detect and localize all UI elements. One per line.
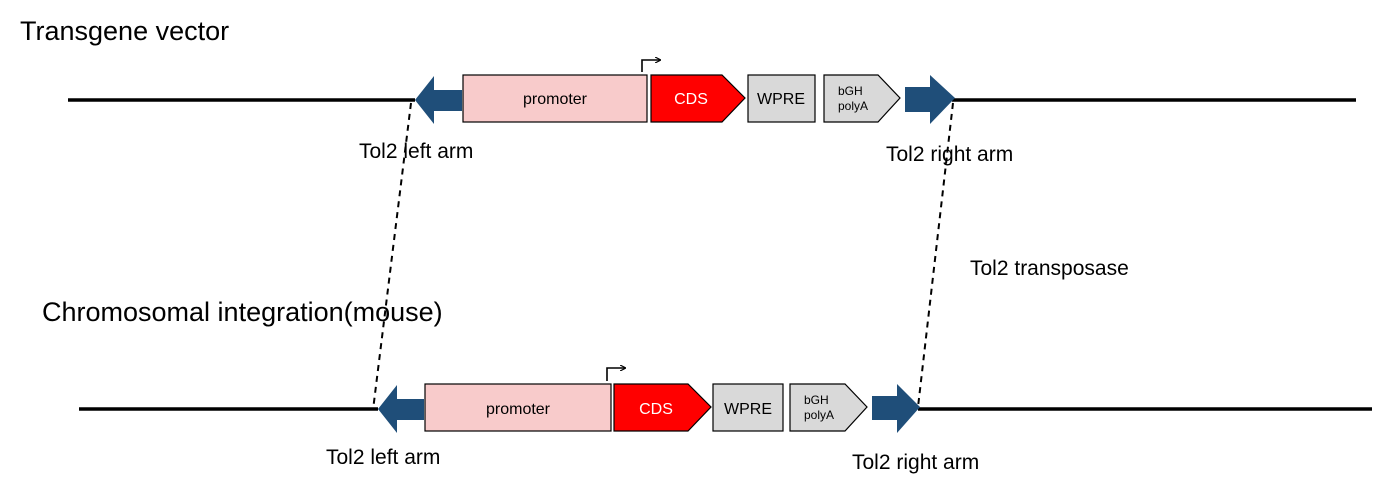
promoter-label: promoter — [486, 401, 551, 418]
label-tol2-transposase: Tol2 transposase — [970, 257, 1129, 280]
tol2-left-arm-label: Tol2 left arm — [326, 446, 440, 469]
tol2-right-arm-label: Tol2 right arm — [852, 451, 979, 474]
tol2-right-arm-icon — [872, 384, 920, 433]
cds-label: CDS — [674, 91, 708, 108]
promoter-box — [462, 74, 648, 123]
wpre-label: WPRE — [724, 401, 772, 418]
wpre-box — [747, 74, 816, 123]
polya-label-line2: polyA — [838, 99, 868, 113]
promoter-label: promoter — [523, 91, 588, 108]
title-chromosomal-integration: Chromosomal integration(mouse) — [42, 297, 443, 327]
tol2-left-arm-icon — [378, 385, 424, 433]
tol2-right-arm-label: Tol2 right arm — [886, 143, 1013, 166]
cds-label: CDS — [639, 401, 673, 418]
wpre-box — [712, 383, 784, 432]
dashed-line-left — [372, 102, 412, 411]
tol2-right-arm-icon — [905, 75, 955, 124]
wpre-label: WPRE — [757, 91, 805, 108]
polya-arrow — [823, 74, 901, 123]
tol2-left-arm-icon — [415, 76, 462, 124]
tol2-left-arm-label: Tol2 left arm — [359, 140, 473, 163]
polya-label-line1: bGH — [838, 84, 863, 98]
transgene-vector-construct: promoter CDS WPRE bGH polyA Tol2 left ar… — [68, 60, 1356, 166]
promoter-box — [424, 383, 612, 432]
polya-label-line2: polyA — [804, 408, 834, 422]
cds-arrow — [613, 383, 712, 432]
polya-arrow — [789, 383, 868, 432]
bent-arrow-icon — [606, 368, 625, 381]
bent-arrow-icon — [641, 60, 660, 72]
chromosomal-integration-construct: promoter CDS WPRE bGH polyA Tol2 left ar… — [79, 368, 1372, 474]
dashed-line-right — [917, 102, 954, 408]
polya-label-line1: bGH — [804, 393, 829, 407]
cds-arrow — [650, 74, 746, 123]
title-transgene-vector: Transgene vector — [20, 16, 229, 46]
